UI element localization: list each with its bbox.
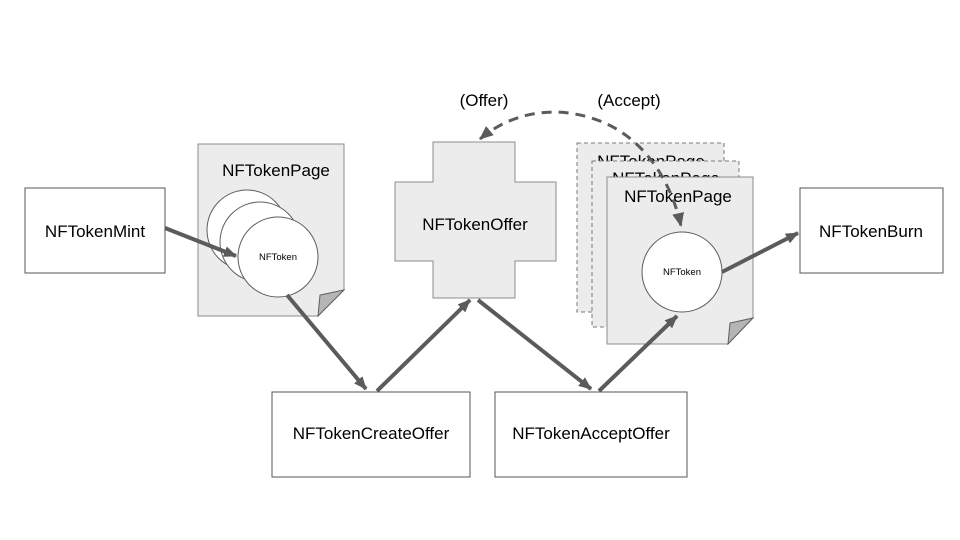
nftokencreateoffer-label: NFTokenCreateOffer	[293, 424, 450, 443]
arrow-page-to-burn	[721, 231, 799, 274]
page-left-fold-corner	[317, 289, 346, 318]
annotation-offer: (Offer)	[460, 91, 509, 110]
nftokenburn-box	[799, 187, 944, 274]
nftokenacceptoffer-label: NFTokenAcceptOffer	[512, 424, 670, 443]
node-nftokenoffer: NFTokenOffer	[394, 141, 557, 299]
token-circle-label: NFToken	[259, 252, 297, 263]
nftokencreateoffer-box	[271, 391, 471, 478]
flow-arrows	[164, 226, 799, 393]
page-left-title: NFTokenPage	[222, 161, 330, 180]
nftokenmint-label: NFTokenMint	[45, 222, 145, 241]
arrow-offer-to-acceptoffer	[476, 298, 593, 391]
nftokenoffer-label: NFTokenOffer	[422, 215, 528, 234]
page-right-front-title: NFTokenPage	[624, 187, 732, 206]
dashed-arc-offer-accept	[479, 110, 685, 227]
token-circle-right-label: NFToken	[663, 267, 701, 278]
arrow-page-to-createoffer	[285, 293, 368, 391]
node-nftokenacceptoffer: NFTokenAcceptOffer	[494, 391, 688, 478]
nftokenmint-box	[24, 187, 166, 274]
node-nftokenpage-right: NFTokenPage NFTokenPage NFTokenPage NFTo…	[576, 142, 755, 346]
arrow-mint-to-page	[164, 226, 237, 258]
annotation-accept: (Accept)	[597, 91, 660, 110]
arrow-acceptoffer-to-page	[597, 314, 679, 393]
token-circle-front	[237, 216, 319, 298]
nftokenburn-label: NFTokenBurn	[819, 222, 923, 241]
arrow-createoffer-to-offer	[375, 298, 472, 393]
node-nftokenburn: NFTokenBurn	[799, 187, 944, 274]
node-nftokenmint: NFTokenMint	[24, 187, 166, 274]
node-nftokenpage-left: NFTokenPage NFToken	[197, 143, 346, 318]
node-nftokencreateoffer: NFTokenCreateOffer	[271, 391, 471, 478]
page-right-fold-corner	[727, 317, 755, 346]
nftokenacceptoffer-box	[494, 391, 688, 478]
